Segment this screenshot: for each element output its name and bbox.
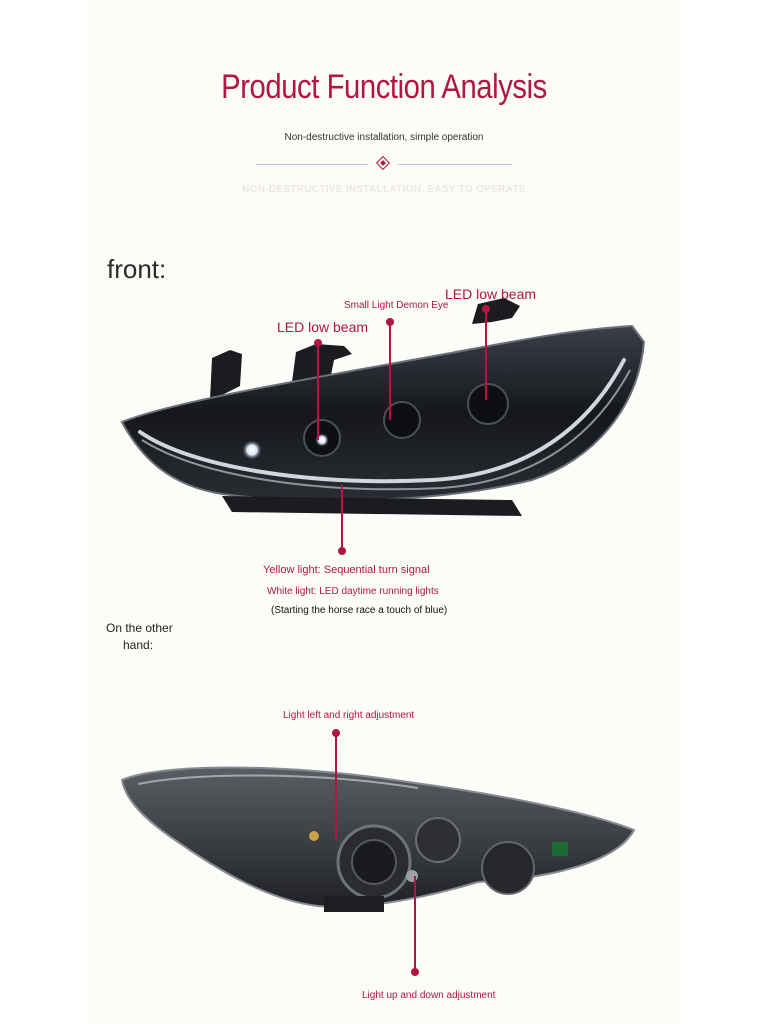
back-heading-line2: hand: [123,638,154,652]
callout-led-low-beam-left: LED low beam [277,319,369,335]
page-subtitle: Non-destructive installation, simple ope… [284,132,484,143]
callout-dot [332,729,340,737]
callout-dot [411,968,419,976]
callout-dot [482,305,490,313]
callout-dot [386,318,394,326]
divider-right [398,164,512,165]
callout-left-right-adjustment: Light left and right adjustment [283,710,415,721]
front-heading: front: [107,254,167,284]
back-headlight-image [120,766,636,912]
back-heading: On the other hand: [106,620,173,654]
callout-dot [314,339,322,347]
ghost-title: NON-DESTRUCTIVE INSTALLATION, EASY TO OP… [242,184,526,195]
callout-yellow-light: Yellow light: Sequential turn signal [263,564,430,576]
back-heading-line1: On the other [106,621,173,635]
callout-led-low-beam-right: LED low beam [445,286,537,302]
callout-note: (Starting the horse race a touch of blue… [271,605,448,616]
callout-dot [338,547,346,555]
callout-up-down-adjustment: Light up and down adjustment [362,990,496,1001]
callout-small-light: Small Light Demon Eye [344,300,449,311]
callout-white-light: White light: LED daytime running lights [267,586,439,597]
divider-left [256,164,368,165]
page-title: Product Function Analysis [221,68,547,106]
